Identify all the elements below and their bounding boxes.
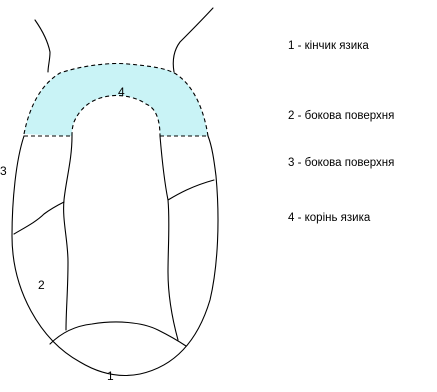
left-median-line [64,136,72,330]
region-number-tip: 1 [107,369,114,383]
region-number-lateral-upper: 3 [0,164,7,178]
right-median-line [160,136,178,340]
region-number-lateral-lower: 2 [38,278,45,292]
root-region [24,63,208,136]
pharynx-right-line [173,8,213,72]
pharynx-left-line [35,20,50,72]
left-lateral-divider [14,202,64,234]
tongue-outline [12,136,218,376]
legend-item-lateral-upper: 3 - бокова поверхня [288,157,394,169]
legend-item-tip: 1 - кінчик язика [288,40,369,52]
region-number-root: 4 [118,85,125,99]
legend-item-root: 4 - корінь язика [288,212,370,224]
right-lateral-divider [168,180,214,200]
tip-boundary [50,322,186,346]
legend-item-lateral-lower: 2 - бокова поверхня [288,110,394,122]
